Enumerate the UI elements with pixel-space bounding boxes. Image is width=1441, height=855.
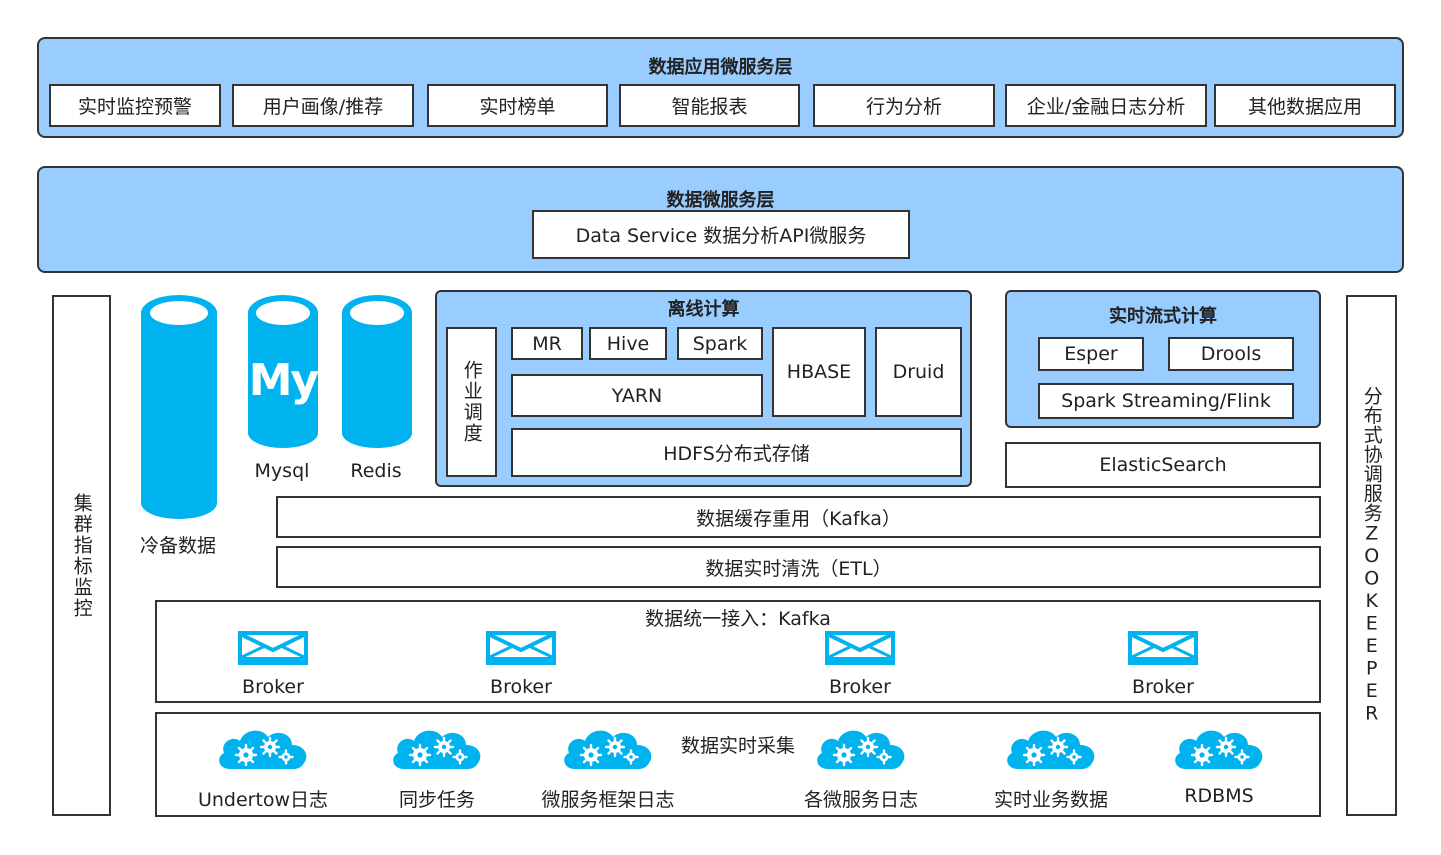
redis-icon <box>342 295 412 448</box>
app-item-finance-log[interactable]: 企业/金融日志分析 <box>1005 84 1207 127</box>
druid-box[interactable]: Druid <box>875 327 962 417</box>
redis-label: Redis <box>350 460 402 482</box>
zookeeper-bar: 分布式协调服务ZOOKEEPER <box>1346 295 1397 816</box>
broker-4-label: Broker <box>1132 676 1194 698</box>
esper-box[interactable]: Esper <box>1038 337 1144 371</box>
sync-task-cloud-icon <box>390 725 484 771</box>
app-item-other[interactable]: 其他数据应用 <box>1214 84 1396 127</box>
broker-2-mail-icon <box>485 630 557 666</box>
realtime-compute-title: 实时流式计算 <box>1109 306 1217 327</box>
kafka-ingest-panel: 数据统一接入：Kafka <box>155 600 1321 703</box>
data-collect-title: 数据实时采集 <box>680 735 795 757</box>
offline-compute-title: 离线计算 <box>667 299 740 320</box>
mr-box[interactable]: MR <box>511 327 583 360</box>
zookeeper-label: 分布式协调服务ZOOKEEPER <box>1360 386 1383 725</box>
hbase-box[interactable]: HBASE <box>772 327 866 417</box>
rdbms-label: RDBMS <box>1184 785 1254 807</box>
kafka-ingest-title: 数据统一接入：Kafka <box>645 608 831 630</box>
broker-4-mail-icon <box>1127 630 1199 666</box>
kafka-cache-box[interactable]: 数据缓存重用（Kafka） <box>276 496 1321 538</box>
framework-log-cloud-icon <box>561 725 655 771</box>
app-layer-title: 数据应用微服务层 <box>648 57 793 78</box>
broker-2-label: Broker <box>490 676 552 698</box>
drools-box[interactable]: Drools <box>1168 337 1294 371</box>
undertow-log-label: Undertow日志 <box>197 789 329 811</box>
data-service-box[interactable]: Data Service 数据分析API微服务 <box>532 210 910 259</box>
app-item-behavior[interactable]: 行为分析 <box>813 84 995 127</box>
framework-log-label: 微服务框架日志 <box>541 789 675 811</box>
etl-box[interactable]: 数据实时清洗（ETL） <box>276 546 1321 588</box>
hive-box[interactable]: Hive <box>589 327 667 360</box>
spark-box[interactable]: Spark <box>677 327 763 360</box>
microservice-log-label: 各微服务日志 <box>803 789 918 811</box>
undertow-log-cloud-icon <box>216 725 310 771</box>
app-item-ranking[interactable]: 实时榜单 <box>427 84 608 127</box>
micro-layer-title: 数据微服务层 <box>666 190 775 211</box>
elasticsearch-box[interactable]: ElasticSearch <box>1005 442 1321 488</box>
microservice-log-cloud-icon <box>814 725 908 771</box>
cold-backup-label: 冷备数据 <box>139 535 216 557</box>
business-data-label: 实时业务数据 <box>993 789 1108 811</box>
broker-1-mail-icon <box>237 630 309 666</box>
app-item-report[interactable]: 智能报表 <box>619 84 800 127</box>
job-scheduler-box[interactable]: 作业调度 <box>446 327 497 477</box>
mysql-logo-text: My <box>248 354 319 406</box>
cluster-monitor-bar: 集群指标监控 <box>52 295 111 816</box>
cluster-monitor-label: 集群指标监控 <box>70 492 93 619</box>
app-item-profile[interactable]: 用户画像/推荐 <box>232 84 414 127</box>
broker-3-mail-icon <box>824 630 896 666</box>
rdbms-cloud-icon <box>1172 725 1266 771</box>
yarn-box[interactable]: YARN <box>511 374 763 417</box>
mysql-icon <box>248 295 318 448</box>
business-data-cloud-icon <box>1004 725 1098 771</box>
hdfs-box[interactable]: HDFS分布式存储 <box>511 428 962 477</box>
data-collect-panel: 数据实时采集 <box>155 712 1321 817</box>
broker-3-label: Broker <box>829 676 891 698</box>
broker-1-label: Broker <box>242 676 304 698</box>
cold-backup-icon <box>141 295 217 519</box>
spark-streaming-flink-box[interactable]: Spark Streaming/Flink <box>1038 383 1294 419</box>
job-scheduler-label: 作业调度 <box>460 360 483 444</box>
mysql-label: Mysql <box>254 460 310 482</box>
app-item-monitor[interactable]: 实时监控预警 <box>49 84 221 127</box>
sync-task-label: 同步任务 <box>398 789 475 811</box>
